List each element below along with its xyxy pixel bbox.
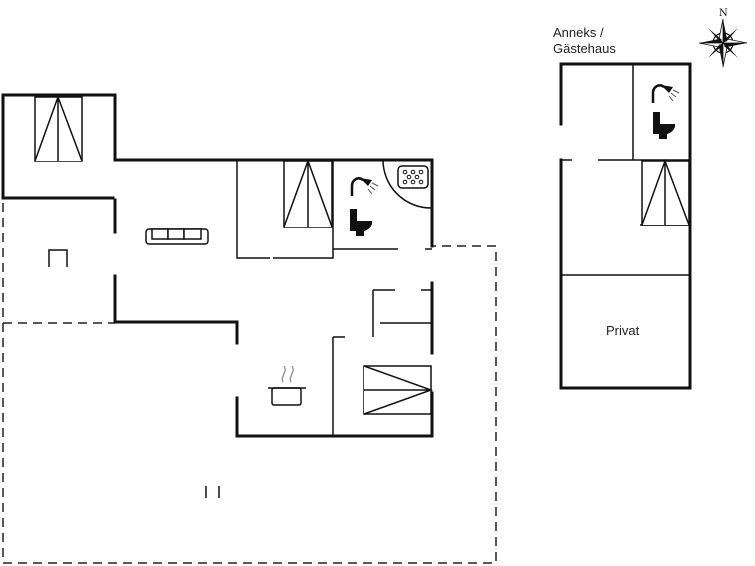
shower-icon (350, 177, 379, 196)
cooking-pot-icon (268, 365, 306, 406)
terrace-outline (2, 203, 497, 564)
annex-title: Anneks / Gästehaus (553, 25, 616, 57)
bed-icon (363, 365, 434, 415)
room-label-privat: Privat (606, 323, 640, 338)
toilet-icon (350, 209, 373, 236)
fireplace-icon (48, 249, 68, 267)
bed-icon (641, 158, 690, 226)
compass-north-label: N (719, 8, 728, 19)
bed-icon (283, 158, 333, 228)
bed-icon (34, 94, 83, 162)
sofa-icon (145, 228, 209, 245)
toilet-icon (653, 112, 676, 139)
main-house-walls (1, 93, 434, 438)
annex-title-line1: Anneks / (553, 25, 604, 40)
shower-icon (651, 84, 680, 103)
main-house-interior-walls (236, 159, 432, 436)
whirlpool-icon (397, 165, 429, 189)
annex-title-line2: Gästehaus (553, 41, 616, 56)
compass-rose-icon: N (698, 8, 748, 68)
terrace-posts (205, 486, 220, 498)
annex-walls (559, 62, 692, 390)
